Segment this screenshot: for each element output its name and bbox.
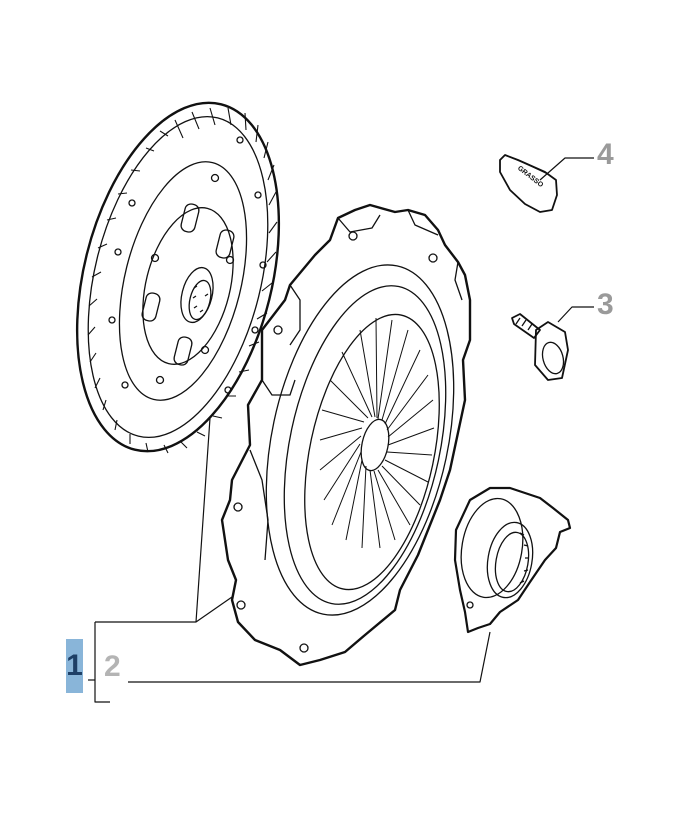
callout-4[interactable]: 4: [597, 140, 614, 170]
callout-4-label: 4: [597, 138, 614, 171]
callout-3-label: 3: [597, 288, 614, 321]
callout-2[interactable]: 2: [104, 652, 121, 682]
clutch-disc: [75, 101, 281, 454]
clutch-pressure-plate: [220, 203, 472, 667]
bolt: [511, 313, 569, 381]
grease-tube-label: GRASSO: [516, 165, 545, 190]
callout-3[interactable]: 3: [597, 290, 614, 320]
release-bearing: [453, 486, 572, 634]
callout-1-label: 1: [66, 649, 83, 682]
callout-2-label: 2: [104, 650, 121, 683]
leader-lines: [88, 157, 594, 703]
grease-tube: [499, 154, 558, 213]
callout-1[interactable]: 1: [66, 639, 83, 693]
